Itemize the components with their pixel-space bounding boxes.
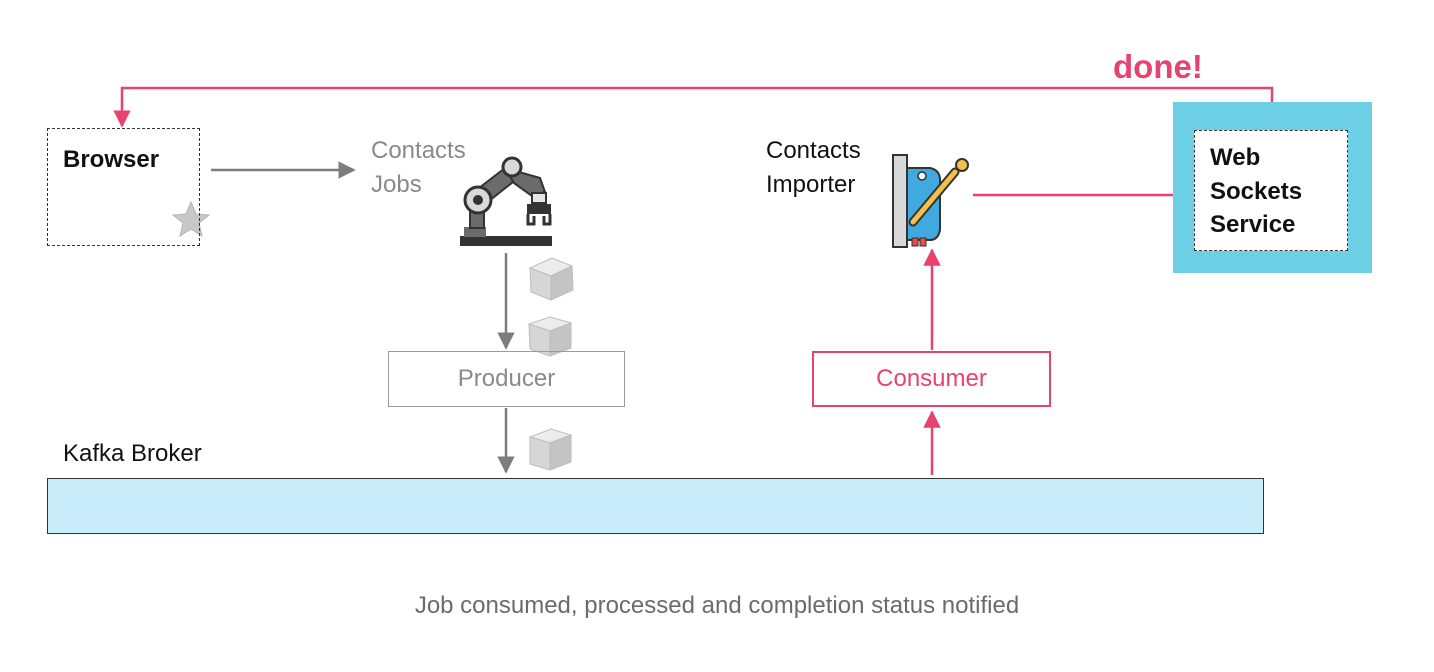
consumer-label: Consumer: [876, 365, 987, 392]
done-arrow: [113, 86, 1274, 130]
contacts-jobs-label-line1: Contacts: [371, 137, 466, 164]
message-cube-icon: [528, 257, 574, 301]
kafka-broker-label: Kafka Broker: [63, 440, 202, 467]
importer-machine-icon: [892, 154, 969, 248]
producer-label: Producer: [457, 365, 556, 392]
browser-label: Browser: [63, 146, 160, 173]
kafka-broker-bar: [47, 478, 1264, 534]
star-icon: [171, 200, 211, 238]
done-label: done!: [1113, 48, 1203, 85]
websockets-label-line3: Service: [1210, 211, 1296, 238]
websockets-node: [1194, 130, 1348, 251]
message-cube-icon: [528, 428, 573, 471]
contacts-importer-label-line2: Importer: [766, 171, 856, 198]
browser-node: [47, 128, 200, 246]
robot-arm-icon: [460, 156, 552, 246]
websockets-label-line2: Sockets: [1210, 178, 1303, 205]
websockets-label-line1: Web: [1210, 144, 1261, 171]
figure-caption: Job consumed, processed and completion s…: [414, 592, 1020, 619]
consumer-node: Consumer: [812, 351, 1051, 407]
contacts-importer-label-line1: Contacts: [766, 137, 861, 164]
message-cube-icon: [527, 316, 573, 357]
contacts-jobs-label-line2: Jobs: [371, 171, 422, 198]
producer-node: Producer: [388, 351, 625, 407]
